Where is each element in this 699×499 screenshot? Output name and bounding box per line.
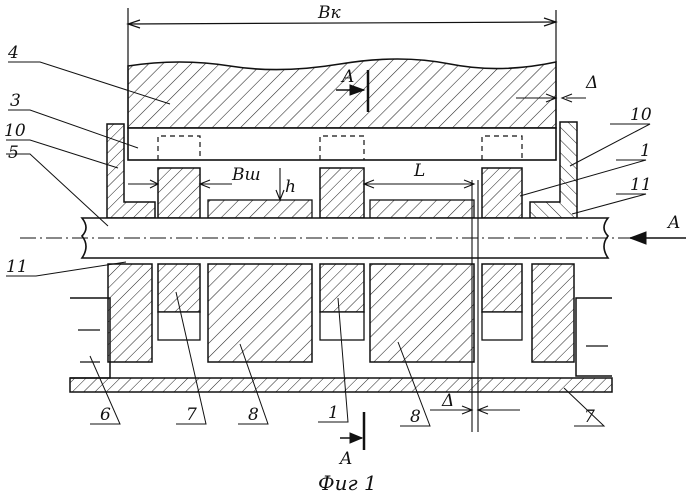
frame-right [576, 298, 612, 376]
callout-8-b: 8 [410, 407, 421, 427]
callout-4: 4 [7, 43, 19, 63]
spacer-upper-2 [370, 200, 474, 218]
figure-caption: Фиг 1 [318, 471, 377, 495]
block-8-b [370, 264, 474, 362]
callout-10-left: 10 [4, 121, 26, 141]
dimension-h [276, 168, 284, 200]
ring-lower-2-base [320, 312, 364, 340]
spacer-upper-1 [208, 200, 312, 218]
label-h: h [285, 177, 296, 197]
lower-hub-left [108, 264, 152, 362]
base-plate-7 [70, 378, 612, 392]
ring-lower-2 [320, 264, 364, 312]
block-8-a [208, 264, 312, 362]
ring-lower-1-base [158, 312, 200, 340]
label-section-bottom: A [338, 449, 352, 469]
ring-upper-2 [320, 168, 364, 218]
callout-1-b: 1 [328, 403, 339, 423]
dimension-bk [128, 8, 556, 66]
callout-7-a: 7 [186, 405, 197, 425]
callout-3: 3 [10, 91, 21, 111]
callout-7-b: 7 [584, 407, 595, 427]
ring-upper-1 [158, 168, 200, 218]
label-section-right: A [666, 213, 680, 233]
label-bsh: Bш [231, 165, 261, 185]
callout-10-right: 10 [630, 105, 652, 125]
lower-hub-right [532, 264, 574, 362]
section-mark-right [630, 232, 686, 244]
label-bk: Bк [317, 3, 341, 23]
label-delta-top: Δ [585, 73, 598, 93]
ring-lower-3-base [482, 312, 522, 340]
section-mark-bottom [340, 412, 364, 450]
callout-1-right: 1 [640, 141, 651, 161]
plate-3 [128, 128, 556, 160]
callout-11-right: 11 [630, 175, 652, 195]
label-l: L [413, 161, 425, 181]
ring-upper-3 [482, 168, 522, 218]
frame-6 [70, 298, 110, 378]
ring-lower-3 [482, 264, 522, 312]
callout-6: 6 [100, 405, 111, 425]
callout-11-left: 11 [6, 257, 28, 277]
callout-5: 5 [8, 143, 19, 163]
label-section-top: A [340, 67, 354, 87]
dimension-l [364, 180, 474, 188]
label-delta-bottom: Δ [441, 391, 454, 411]
callout-8-a: 8 [248, 405, 259, 425]
